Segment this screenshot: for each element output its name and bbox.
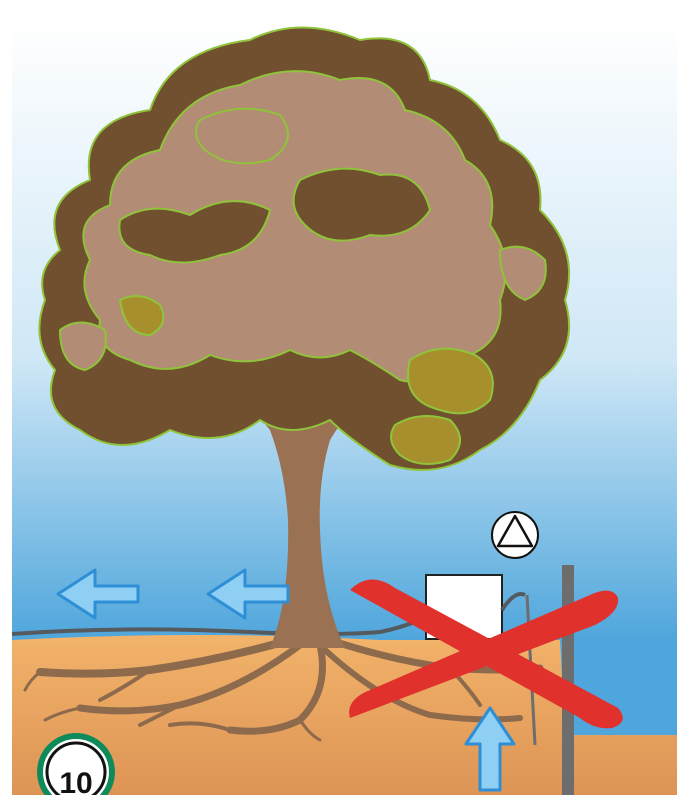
number-badge: 10 — [40, 736, 112, 795]
triangle-in-circle-icon — [492, 512, 538, 558]
badge-number: 10 — [59, 767, 92, 795]
